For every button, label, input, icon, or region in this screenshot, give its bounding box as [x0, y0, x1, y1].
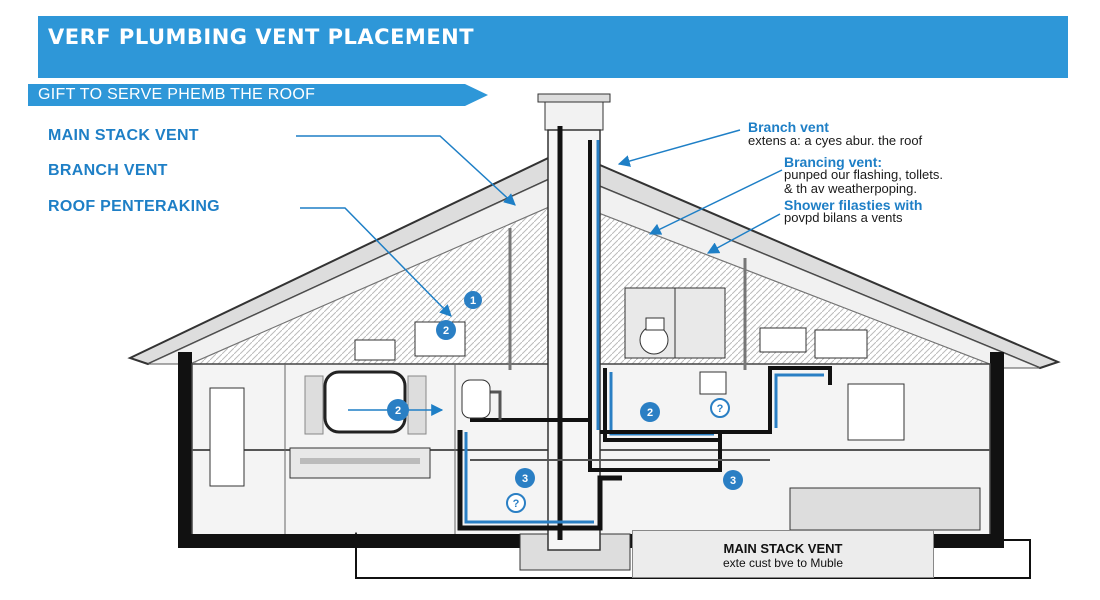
- callout-2-title: Brancing vent:: [784, 154, 883, 170]
- badge-2-c: 2: [640, 402, 660, 422]
- main-stack-vent-pipe: [508, 93, 747, 551]
- subtitle: GIFT TO SERVE PHEMB THE ROOF: [38, 86, 316, 103]
- page-title: VERF PLUMBING VENT PLACEMENT: [48, 25, 475, 49]
- svg-text:2: 2: [443, 325, 449, 337]
- callout-3-title: Shower filasties with: [784, 197, 923, 213]
- callout-1-title: Branch vent: [748, 119, 829, 135]
- badge-question-a: ?: [710, 398, 730, 418]
- label-roof-penetrating: ROOF PENTERAKING: [48, 198, 220, 215]
- svg-text:1: 1: [470, 295, 476, 307]
- svg-text:3: 3: [522, 473, 528, 485]
- bathroom-furniture: [209, 321, 466, 487]
- upper-room-furniture: [624, 287, 981, 531]
- foundation-arrows: [351, 531, 1031, 579]
- subtitle-banner: GIFT TO SERVE PHEMB THE ROOF: [28, 84, 488, 106]
- badge-question-b: ?: [506, 493, 526, 513]
- badge-3-b: 3: [723, 470, 743, 490]
- svg-text:2: 2: [647, 407, 653, 419]
- main-stack-vent-caption: MAIN STACK VENT exte cust bve to Muble: [632, 530, 934, 578]
- callout-2-text: punped our flashing, tollets. & th av we…: [784, 167, 943, 196]
- svg-text:2: 2: [395, 405, 401, 417]
- svg-text:3: 3: [730, 475, 736, 487]
- callout-1-text: extens a: a cyes abur. the roof: [748, 133, 923, 148]
- badge-3-a: 3: [515, 468, 535, 488]
- branch-piping: [457, 366, 832, 531]
- svg-text:?: ?: [513, 498, 520, 510]
- label-main-stack-vent: MAIN STACK VENT: [48, 127, 199, 144]
- badge-2-a: 2: [436, 320, 456, 340]
- badge-2-b: 2: [387, 399, 409, 421]
- svg-text:?: ?: [717, 403, 724, 415]
- callout-3-text: povpd bilans a vents: [784, 210, 903, 225]
- badge-1: 1: [464, 291, 482, 309]
- label-branch-vent: BRANCH VENT: [48, 162, 168, 179]
- title-banner: VERF PLUMBING VENT PLACEMENT: [38, 16, 1068, 78]
- caption-text: exte cust bve to Muble: [722, 556, 844, 570]
- caption-title: MAIN STACK VENT: [723, 541, 843, 556]
